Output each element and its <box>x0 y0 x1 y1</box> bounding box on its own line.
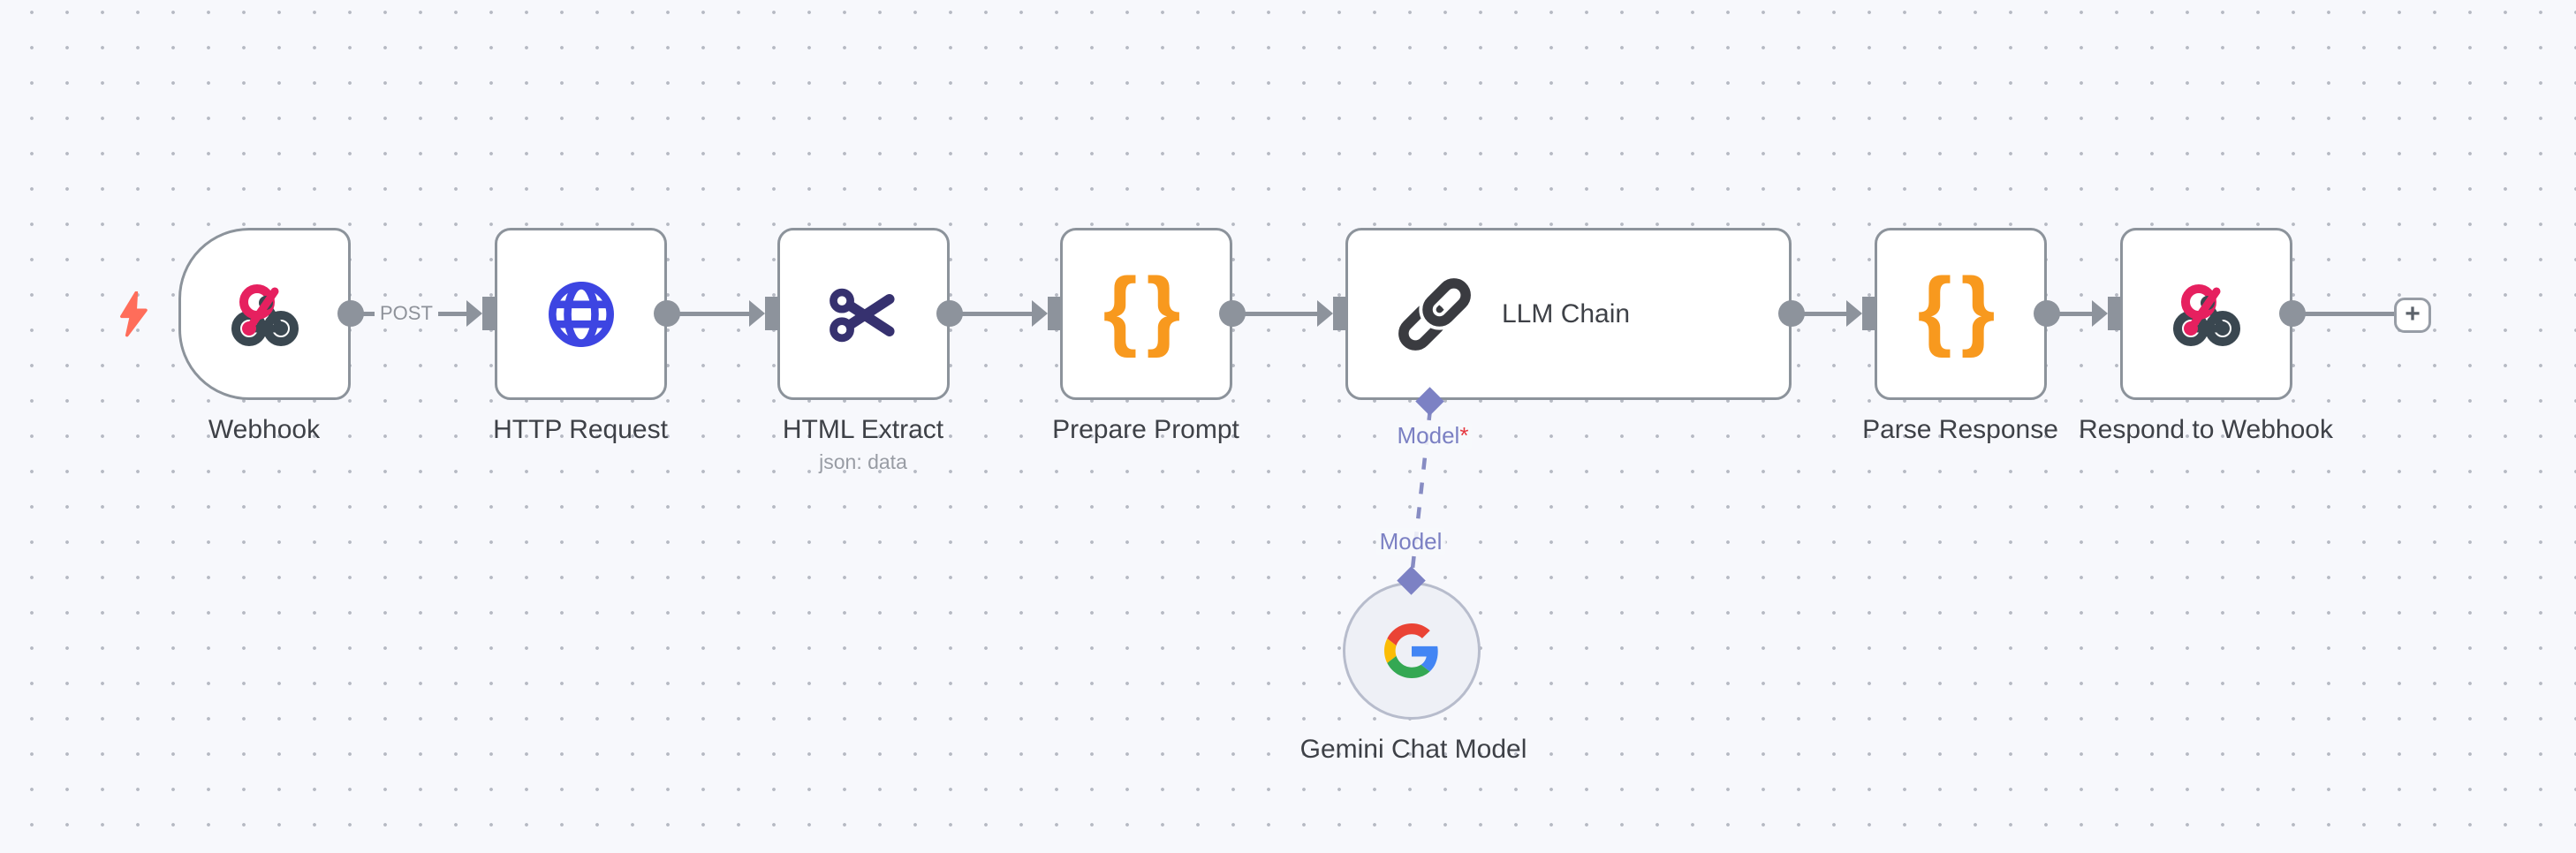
model-port-label-required: Model* <box>1393 422 1473 449</box>
connection-html-prepare <box>950 312 1032 316</box>
connection-parse-respond <box>2047 312 2092 316</box>
node-prepare-prompt[interactable]: {} <box>1060 228 1232 400</box>
node-title-llm-chain: LLM Chain <box>1502 298 1631 328</box>
connection-llm-parse <box>1792 312 1846 316</box>
input-arrow-icon <box>1032 300 1048 327</box>
input-port-llm-chain[interactable] <box>1333 297 1347 330</box>
webhook-icon <box>231 283 299 346</box>
connection-method-label: POST <box>375 301 438 326</box>
node-sublabel-html-extract: json: data <box>819 450 907 473</box>
input-arrow-icon <box>1317 300 1333 327</box>
input-port-html-extract[interactable] <box>765 297 779 330</box>
node-label-http-request: HTTP Request <box>493 415 668 444</box>
braces-icon: {} <box>1917 260 2004 359</box>
output-port-respond-to-webhook[interactable] <box>2279 300 2306 327</box>
globe-icon <box>548 281 614 347</box>
connection-prepare-llm <box>1232 312 1317 316</box>
node-html-extract[interactable] <box>777 228 950 400</box>
node-label-respond-to-webhook: Respond to Webhook <box>2079 415 2333 444</box>
output-port-http-request[interactable] <box>654 300 680 327</box>
output-port-parse-response[interactable] <box>2034 300 2060 327</box>
webhook-icon <box>2172 283 2240 346</box>
node-gemini-chat-model[interactable] <box>1343 582 1481 720</box>
node-label-webhook: Webhook <box>208 415 321 444</box>
braces-icon: {} <box>1102 260 1190 359</box>
output-port-webhook[interactable] <box>337 300 364 327</box>
input-port-http-request[interactable] <box>482 297 496 330</box>
node-label-gemini-chat-model: Gemini Chat Model <box>1299 735 1527 764</box>
node-http-request[interactable] <box>495 228 667 400</box>
connection-http-html <box>667 312 749 316</box>
input-arrow-icon <box>749 300 765 327</box>
node-label-prepare-prompt: Prepare Prompt <box>1052 415 1239 444</box>
chain-icon <box>1398 274 1474 351</box>
input-arrow-icon <box>466 300 482 327</box>
add-node-button[interactable]: + <box>2394 298 2431 333</box>
input-port-parse-response[interactable] <box>1862 297 1876 330</box>
input-port-respond-to-webhook[interactable] <box>2108 297 2122 330</box>
input-arrow-icon <box>1846 300 1862 327</box>
output-port-html-extract[interactable] <box>936 300 963 327</box>
input-port-prepare-prompt[interactable] <box>1048 297 1062 330</box>
input-arrow-icon <box>2092 300 2108 327</box>
plus-icon: + <box>2405 298 2421 328</box>
node-webhook[interactable] <box>178 228 351 400</box>
node-llm-chain[interactable]: LLM Chain <box>1345 228 1792 400</box>
connection-respond-addnode <box>2292 312 2396 316</box>
google-g-icon <box>1384 623 1438 678</box>
scissors-icon <box>829 288 895 342</box>
trigger-lightning-icon <box>120 291 148 337</box>
node-respond-to-webhook[interactable] <box>2120 228 2292 400</box>
node-label-html-extract: HTML Extract <box>782 415 944 444</box>
node-label-parse-response: Parse Response <box>1862 415 2058 444</box>
output-port-prepare-prompt[interactable] <box>1219 300 1246 327</box>
output-port-llm-chain[interactable] <box>1778 300 1805 327</box>
node-parse-response[interactable]: {} <box>1875 228 2047 400</box>
model-port-label: Model <box>1375 528 1446 555</box>
